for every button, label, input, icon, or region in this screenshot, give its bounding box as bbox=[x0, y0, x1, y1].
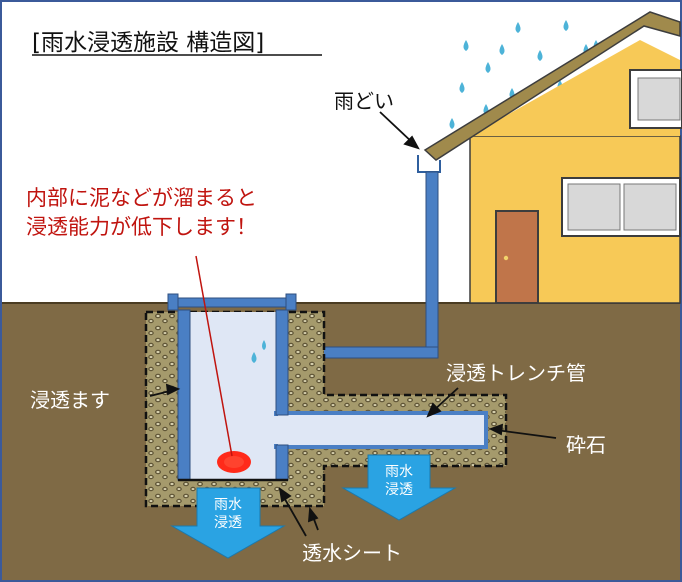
arrow-right-line-2: 浸透 bbox=[385, 482, 413, 498]
trench-pipe-joint bbox=[273, 416, 281, 444]
house-gable bbox=[470, 40, 680, 136]
arrow-left-line-1: 雨水 bbox=[214, 497, 242, 513]
water-drops bbox=[251, 340, 266, 363]
basin-wall-right-upper bbox=[275, 309, 289, 416]
trench-pipe-label: 浸透トレンチ管 bbox=[446, 361, 586, 385]
trench-pipe bbox=[274, 411, 488, 449]
basin-wall-left bbox=[177, 309, 191, 481]
warning-pointer bbox=[195, 255, 233, 457]
basin-label: 浸透ます bbox=[30, 388, 110, 412]
warning-line-2: 浸透能力が低下します！ bbox=[26, 215, 257, 239]
pointer-arrows bbox=[149, 111, 557, 537]
infiltration-arrow-right bbox=[341, 454, 457, 521]
house-door bbox=[495, 210, 539, 304]
roof bbox=[423, 11, 681, 161]
house-window-upper bbox=[629, 69, 682, 129]
page-title: [雨水浸透施設 構造図] bbox=[32, 30, 264, 56]
arrow-left-line-2: 浸透 bbox=[214, 515, 242, 531]
warning-line-1: 内部に泥などが溜まると bbox=[26, 186, 257, 210]
basin-wall-right-lower bbox=[275, 444, 289, 481]
gravel-label: 砕石 bbox=[566, 433, 606, 457]
house-window-lower bbox=[561, 177, 681, 237]
arrow-right-line-1: 雨水 bbox=[385, 464, 413, 480]
downspout bbox=[425, 171, 439, 359]
basin-lid bbox=[167, 297, 297, 308]
infiltration-arrow-left bbox=[170, 487, 286, 559]
downspout-label: 雨どい bbox=[334, 89, 394, 113]
sheet-label: 透水シート bbox=[302, 541, 402, 565]
